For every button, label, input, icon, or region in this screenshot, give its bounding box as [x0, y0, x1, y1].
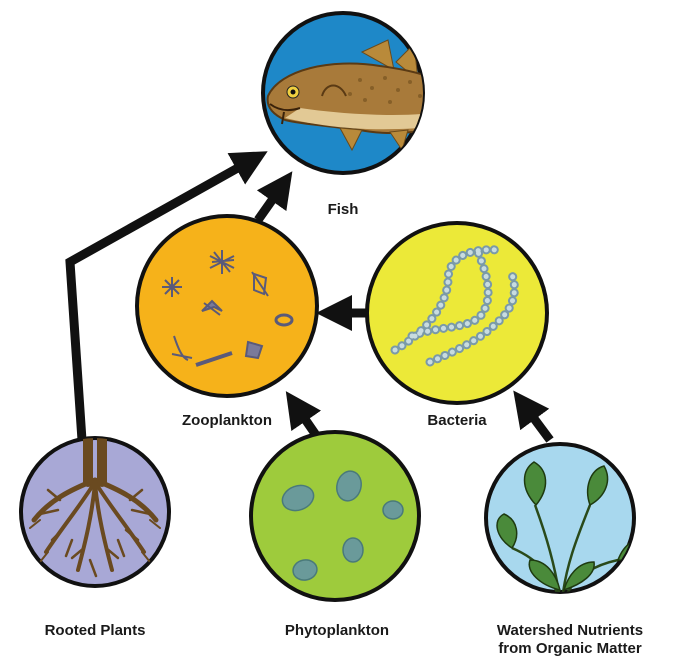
label-watershed-line1: Watershed Nutrients	[470, 622, 670, 640]
bacteria-circle	[367, 223, 547, 403]
fish-node	[263, 13, 440, 173]
bacteria-node	[367, 223, 547, 403]
label-watershed: Watershed Nutrients from Organic Matter	[470, 622, 670, 658]
label-bacteria: Bacteria	[392, 412, 522, 430]
zooplankton-circle	[137, 216, 317, 396]
rooted-plants-node	[21, 436, 169, 586]
label-rooted-plants: Rooted Plants	[20, 622, 170, 640]
label-fish: Fish	[293, 201, 393, 219]
phytoplankton-node	[251, 432, 419, 600]
arrow-zooplankton-to-fish	[258, 186, 282, 220]
label-zooplankton: Zooplankton	[152, 412, 302, 430]
label-phytoplankton: Phytoplankton	[262, 622, 412, 640]
arrow-watershed-to-bacteria	[524, 405, 550, 440]
watershed-node	[486, 444, 646, 600]
label-watershed-line2: from Organic Matter	[470, 640, 670, 658]
zooplankton-node	[137, 216, 317, 396]
